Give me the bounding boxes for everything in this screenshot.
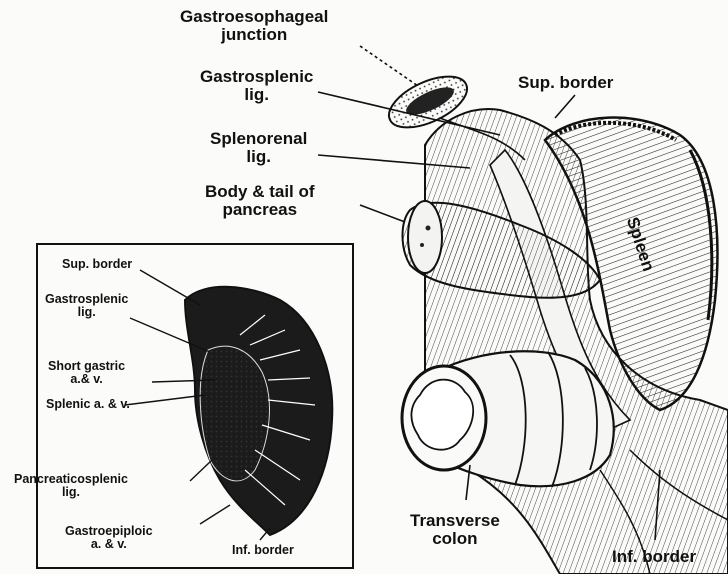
inset-label-short-gastric: Short gastric a.& v. [48,360,125,386]
inset-label-inf-border: Inf. border [232,544,294,557]
inset-label-gastroepiploic: Gastroepiploic a. & v. [65,525,153,551]
label-gastroesophageal-junction: Gastroesophageal junction [180,8,328,44]
label-gastrosplenic-lig: Gastrosplenic lig. [200,68,313,104]
label-transverse-colon: Transverse colon [410,512,500,548]
label-splenorenal-lig: Splenorenal lig. [210,130,307,166]
label-body-tail-pancreas: Body & tail of pancreas [205,183,315,219]
inset-label-gastrosplenic-lig: Gastrosplenic lig. [45,293,128,319]
inset-label-splenic-av: Splenic a. & v. [46,398,130,411]
inset-label-pancreaticosplenic-lig: Pancreaticosplenic lig. [14,473,128,499]
label-inf-border: Inf. border [612,548,696,566]
inset-label-sup-border: Sup. border [62,258,132,271]
label-sup-border: Sup. border [518,74,613,92]
